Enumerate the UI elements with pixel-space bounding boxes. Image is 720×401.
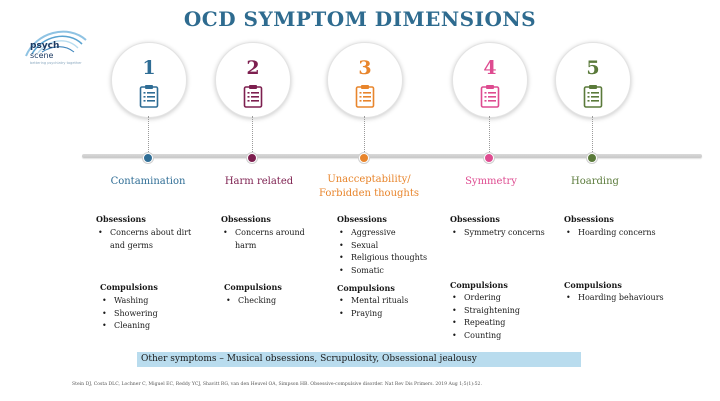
dimension-4-compulsions-title: Compulsions [450,280,508,290]
dimension-4-marker [484,153,494,163]
logo-mark-icon [25,30,87,57]
dimension-4-obsessions-title: Obsessions [450,214,500,224]
list-item: Praying [337,308,447,321]
dimension-1-compulsions-list: Washing Showering Cleaning [100,295,200,333]
list-item: Hoarding concerns [564,227,714,240]
dimension-5-marker [587,153,597,163]
dimension-5-obsessions-list: Hoarding concerns [564,227,714,240]
clipboard-icon [583,85,603,108]
dimension-5-number: 5 [586,57,600,79]
list-item: Hoarding behaviours [564,292,714,305]
list-item: Checking [224,295,324,308]
clipboard-icon [355,85,375,108]
dimension-3-marker [359,153,369,163]
dimension-3-circle: 3 [327,42,403,118]
dimension-2-obsessions-list: Concerns around harm [221,227,321,252]
dimension-3-label: Unacceptability/ Forbidden thoughts [304,173,434,201]
dimension-4-number: 4 [483,57,497,79]
dimension-3-obsessions-title: Obsessions [337,214,387,224]
dimension-2-label: Harm related [224,176,294,187]
dimension-4-connector [489,116,491,156]
list-item: Ordering [450,292,560,305]
list-item: Repeating [450,317,560,330]
dimension-2-obsessions-title: Obsessions [221,214,271,224]
list-item: Religious thoughts [337,252,447,265]
dimension-1-number: 1 [142,57,156,79]
dimension-4-obsessions-list: Symmetry concerns [450,227,560,240]
logo-tagline: bettering psychiatry together [30,61,82,65]
dimension-1-compulsions-title: Compulsions [100,282,158,292]
dimension-3-label-line1: Unacceptability/ [327,174,411,185]
dimension-3-compulsions-list: Mental rituals Praying [337,295,447,320]
dimension-4-label: Symmetry [465,176,517,187]
list-item: Somatic [337,265,447,278]
list-item: Cleaning [100,320,200,333]
dimension-5-connector [592,116,594,156]
dimension-1-label: Contamination [110,176,186,187]
dimension-5-compulsions-list: Hoarding behaviours [564,292,714,305]
dimension-4-circle: 4 [452,42,528,118]
dimension-5-obsessions-title: Obsessions [564,214,614,224]
dimension-3-obsessions-list: Aggressive Sexual Religious thoughts Som… [337,227,447,277]
dimension-1-obsessions-list: Concerns about dirt and germs [96,227,206,252]
dimension-2-marker [247,153,257,163]
clipboard-icon [139,85,159,108]
dimension-1-obsessions-title: Obsessions [96,214,146,224]
list-item: Mental rituals [337,295,447,308]
dimension-3-compulsions-title: Compulsions [337,283,395,293]
list-item: Symmetry concerns [450,227,560,240]
dimension-2-connector [252,116,254,156]
list-item: Straightening [450,305,560,318]
logo-word-scene: scene [30,51,54,60]
dimension-5-circle: 5 [555,42,631,118]
dimension-3-number: 3 [358,57,372,79]
page-title: OCD SYMPTOM DIMENSIONS [183,7,537,31]
dimension-2-circle: 2 [215,42,291,118]
citation: Stein DJ, Costa DLC, Lochner C, Miguel E… [72,382,482,387]
dimension-2-compulsions-list: Checking [224,295,324,308]
list-item: Counting [450,330,560,343]
dimension-5-label: Hoarding [571,176,619,187]
list-item: Concerns around harm [221,227,321,252]
dimension-3-connector [364,116,366,156]
list-item: Sexual [337,240,447,253]
dimension-1-circle: 1 [111,42,187,118]
dimension-1-marker [143,153,153,163]
dimension-2-number: 2 [246,57,260,79]
list-item: Showering [100,308,200,321]
dimension-1-connector [148,116,150,156]
dimension-2-compulsions-title: Compulsions [224,282,282,292]
clipboard-icon [243,85,263,108]
dimension-3-label-line2: Forbidden thoughts [318,188,420,199]
list-item: Aggressive [337,227,447,240]
timeline-bar [82,154,702,158]
dimension-4-compulsions-list: Ordering Straightening Repeating Countin… [450,292,560,342]
other-symptoms-banner: Other symptoms – Musical obsessions, Scr… [137,352,581,367]
list-item: Washing [100,295,200,308]
list-item: Concerns about dirt and germs [96,227,206,252]
clipboard-icon [480,85,500,108]
logo-word-psych: psych [30,41,60,51]
dimension-5-compulsions-title: Compulsions [564,280,622,290]
